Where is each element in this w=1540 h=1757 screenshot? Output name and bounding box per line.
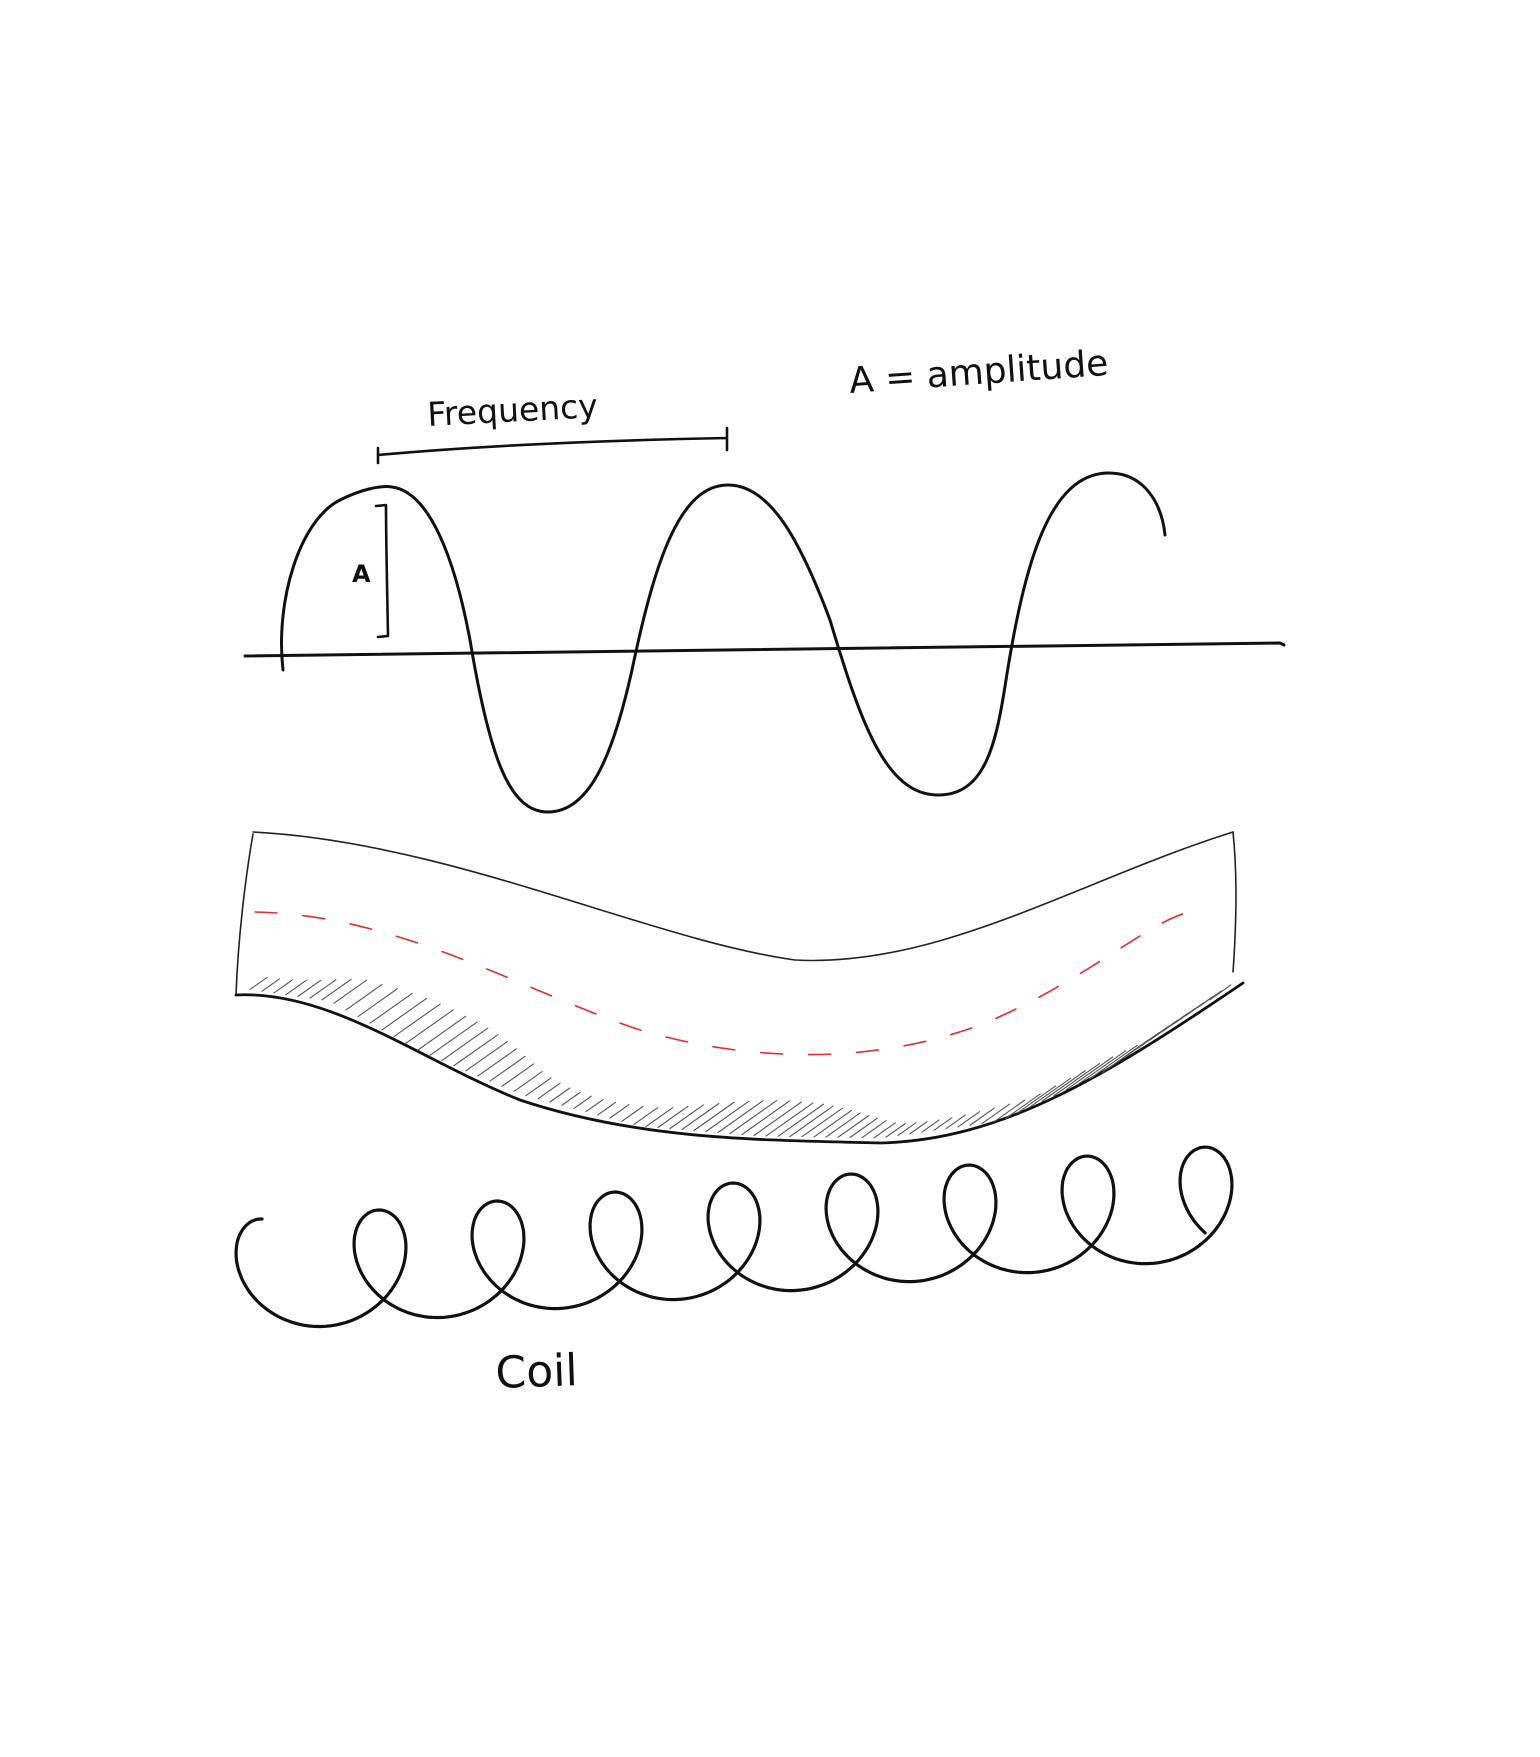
hatch-stroke xyxy=(261,978,280,992)
hatch-stroke xyxy=(969,1107,995,1126)
hatch-stroke xyxy=(777,1103,824,1137)
hatch-stroke xyxy=(693,1101,735,1132)
hatch-stroke xyxy=(369,992,413,1024)
hatch-stroke xyxy=(333,979,368,1004)
band-bottom-edge xyxy=(234,981,1245,1145)
coil-section: Coil xyxy=(234,1145,1234,1399)
hatch-stroke xyxy=(453,1034,499,1067)
hatch-stroke xyxy=(513,1070,543,1092)
hatch-stroke xyxy=(357,988,398,1018)
hatch-stroke xyxy=(981,1103,1011,1125)
hatch-stroke xyxy=(501,1063,535,1087)
hatch-stroke xyxy=(381,997,428,1031)
hatch-stroke xyxy=(921,1119,940,1133)
hatch-stroke xyxy=(705,1100,750,1133)
hatch-stroke xyxy=(765,1102,814,1137)
hatch-stroke xyxy=(897,1122,917,1136)
hatch-stroke xyxy=(585,1099,604,1113)
hatch-stroke xyxy=(1089,1044,1138,1080)
hatch-stroke xyxy=(1065,1056,1114,1091)
hatch-stroke xyxy=(993,1099,1026,1123)
coil-label: Coil xyxy=(495,1345,579,1399)
band-left-edge xyxy=(235,833,254,996)
hatch-stroke xyxy=(441,1027,489,1062)
amplitude-marker-label: A xyxy=(352,560,371,588)
hatch-stroke xyxy=(489,1055,526,1082)
hatch-stroke xyxy=(753,1101,803,1137)
hatch-stroke xyxy=(1077,1050,1127,1085)
amplitude-bracket xyxy=(374,503,390,639)
hatch-stroke xyxy=(1029,1077,1072,1108)
band-hatching xyxy=(249,976,1232,1139)
hatch-stroke xyxy=(249,976,268,990)
hatch-stroke xyxy=(537,1082,561,1100)
hatch-stroke xyxy=(1005,1093,1041,1119)
hatch-stroke xyxy=(633,1107,659,1125)
hatch-stroke xyxy=(1017,1085,1057,1114)
frequency-label: Frequency xyxy=(426,386,598,434)
hatch-stroke xyxy=(597,1101,617,1116)
hatch-stroke xyxy=(789,1105,834,1138)
hatch-stroke xyxy=(801,1107,844,1138)
band-centerline-dashed xyxy=(254,911,1191,1056)
hatch-stroke xyxy=(309,979,337,999)
band-top-edge xyxy=(252,831,1234,962)
hatch-stroke xyxy=(621,1105,644,1122)
hatch-stroke xyxy=(297,979,322,997)
hatch-stroke xyxy=(645,1107,674,1128)
hatch-stroke xyxy=(657,1105,689,1129)
hatch-stroke xyxy=(729,1100,778,1135)
hatch-stroke xyxy=(573,1095,592,1109)
hatch-stroke xyxy=(837,1115,870,1138)
hatch-stroke xyxy=(681,1102,720,1131)
hatch-stroke xyxy=(849,1117,878,1139)
hatch-stroke xyxy=(1209,984,1232,1001)
curved-band-section xyxy=(234,831,1245,1145)
hatch-stroke xyxy=(345,983,383,1011)
hatch-stroke xyxy=(465,1041,508,1072)
hatch-stroke xyxy=(561,1091,581,1106)
hatch-stroke xyxy=(861,1120,887,1139)
hatch-stroke xyxy=(1197,990,1223,1008)
hatch-stroke xyxy=(945,1114,966,1130)
sine-wave-curve xyxy=(280,471,1167,814)
hatch-stroke xyxy=(405,1009,454,1044)
hatch-stroke xyxy=(285,979,307,996)
hatch-stroke xyxy=(957,1111,981,1128)
band-right-edge xyxy=(1232,831,1237,973)
hatch-stroke xyxy=(669,1104,704,1130)
frequency-bracket xyxy=(376,426,729,465)
hatch-stroke xyxy=(741,1100,791,1136)
hatch-stroke xyxy=(417,1015,467,1051)
hatch-stroke xyxy=(1053,1062,1101,1097)
wave-axis-line xyxy=(243,641,1286,658)
hatch-stroke xyxy=(549,1087,571,1103)
sine-wave-section: Frequency A A = amplitude xyxy=(243,343,1286,814)
hatch-stroke xyxy=(393,1003,441,1038)
hatch-stroke xyxy=(525,1077,552,1097)
hatch-stroke xyxy=(813,1109,853,1138)
hatch-stroke xyxy=(1041,1070,1086,1102)
hatch-stroke xyxy=(429,1021,478,1056)
hatch-stroke xyxy=(909,1121,928,1135)
hatch-stroke xyxy=(273,979,294,994)
coil-spring xyxy=(234,1145,1234,1329)
hatch-stroke xyxy=(873,1122,897,1139)
hatch-stroke xyxy=(717,1100,764,1134)
hatch-stroke xyxy=(609,1104,630,1119)
hatch-stroke xyxy=(477,1048,517,1077)
hatch-stroke xyxy=(885,1122,906,1138)
hatch-stroke xyxy=(933,1117,953,1131)
amplitude-legend-label: A = amplitude xyxy=(848,343,1110,402)
hatch-stroke xyxy=(321,978,352,1001)
hatch-stroke xyxy=(825,1112,861,1138)
